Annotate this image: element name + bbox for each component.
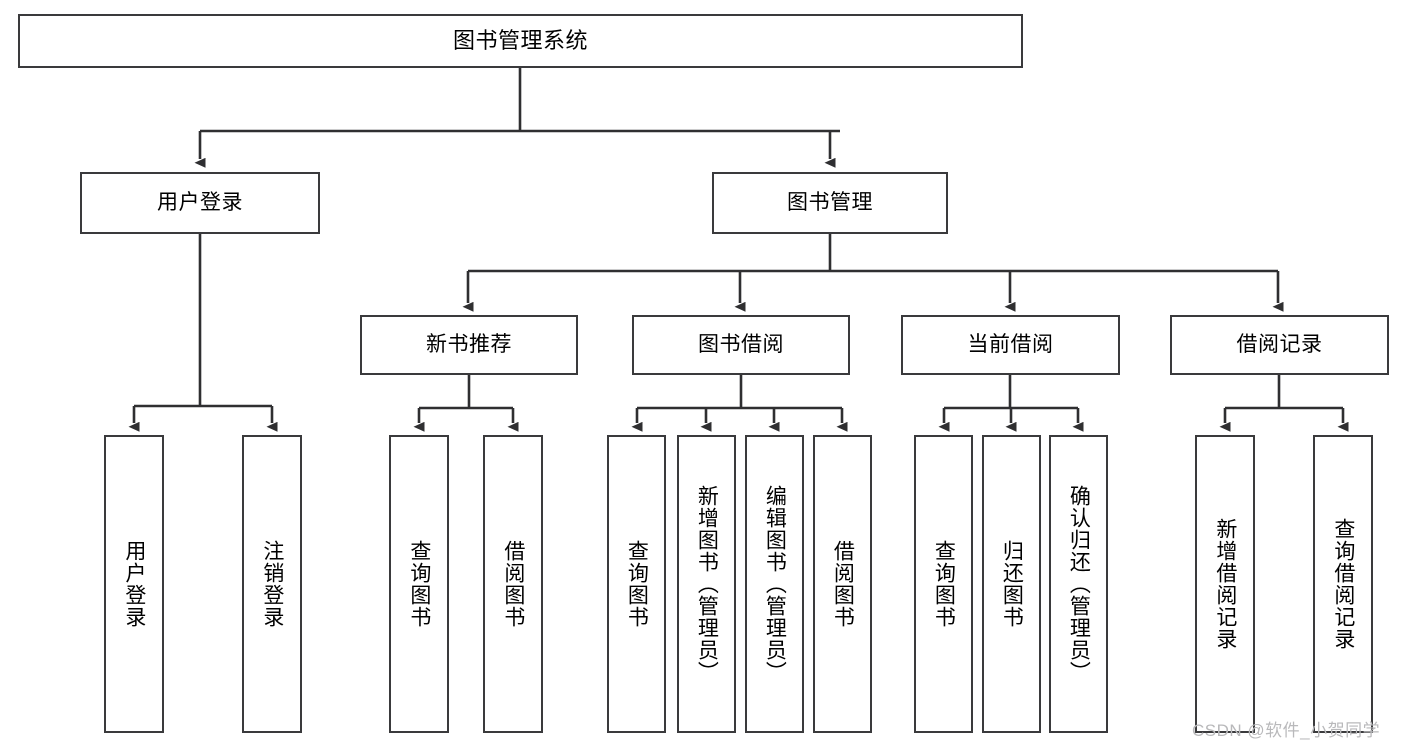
- leaf-label: 借阅图书: [501, 540, 525, 628]
- leaf-borrow-edit-book[interactable]: 编辑图书（管理员）: [745, 435, 804, 733]
- leaf-current-confirm-return[interactable]: 确认归还（管理员）: [1049, 435, 1108, 733]
- leaf-label: 查询图书: [932, 540, 956, 628]
- leaf-label: 查询借阅记录: [1331, 518, 1355, 650]
- leaf-label: 新增借阅记录: [1213, 518, 1237, 650]
- node-new-book-recommend-label: 新书推荐: [426, 333, 512, 357]
- leaf-new-book-query[interactable]: 查询图书: [389, 435, 449, 733]
- leaf-record-add-record[interactable]: 新增借阅记录: [1195, 435, 1255, 733]
- leaf-label: 查询图书: [625, 540, 649, 628]
- leaf-borrow-borrow-book[interactable]: 借阅图书: [813, 435, 872, 733]
- leaf-record-query-record[interactable]: 查询借阅记录: [1313, 435, 1373, 733]
- node-borrow-record[interactable]: 借阅记录: [1170, 315, 1389, 375]
- leaf-user-login-login[interactable]: 用户登录: [104, 435, 164, 733]
- leaf-label: 注销登录: [260, 540, 284, 628]
- leaf-current-query-book[interactable]: 查询图书: [914, 435, 973, 733]
- node-user-login-label: 用户登录: [157, 191, 243, 215]
- node-book-management-label: 图书管理: [787, 191, 873, 215]
- node-book-borrow-label: 图书借阅: [698, 333, 784, 357]
- leaf-borrow-add-book[interactable]: 新增图书（管理员）: [677, 435, 736, 733]
- leaf-new-book-borrow[interactable]: 借阅图书: [483, 435, 543, 733]
- node-root[interactable]: 图书管理系统: [18, 14, 1023, 68]
- leaf-label: 查询图书: [407, 540, 431, 628]
- csdn-watermark: CSDN @软件_小贺同学: [1192, 721, 1381, 740]
- leaf-label: 编辑图书（管理员）: [763, 485, 787, 683]
- leaf-label: 用户登录: [122, 540, 146, 628]
- leaf-label: 借阅图书: [831, 540, 855, 628]
- node-user-login[interactable]: 用户登录: [80, 172, 320, 234]
- leaf-user-login-logout[interactable]: 注销登录: [242, 435, 302, 733]
- node-root-label: 图书管理系统: [452, 27, 588, 53]
- leaf-label: 新增图书（管理员）: [695, 485, 719, 683]
- leaf-current-return-book[interactable]: 归还图书: [982, 435, 1041, 733]
- node-current-borrow[interactable]: 当前借阅: [901, 315, 1120, 375]
- node-new-book-recommend[interactable]: 新书推荐: [360, 315, 578, 375]
- node-book-management[interactable]: 图书管理: [712, 172, 948, 234]
- leaf-label: 归还图书: [1000, 540, 1024, 628]
- node-book-borrow[interactable]: 图书借阅: [632, 315, 850, 375]
- leaf-label: 确认归还（管理员）: [1067, 485, 1091, 683]
- node-current-borrow-label: 当前借阅: [967, 333, 1054, 357]
- leaf-borrow-query-book[interactable]: 查询图书: [607, 435, 666, 733]
- node-borrow-record-label: 借阅记录: [1236, 333, 1323, 357]
